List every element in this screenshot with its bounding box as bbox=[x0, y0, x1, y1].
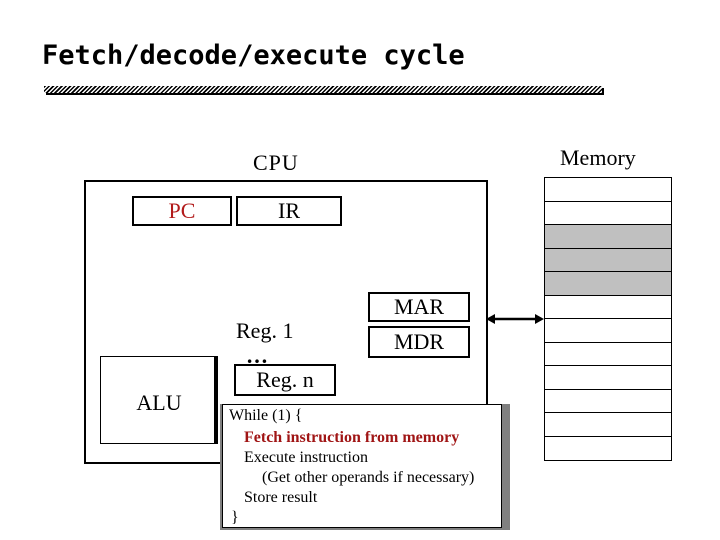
code-line-store: Store result bbox=[244, 489, 318, 506]
memory-cell bbox=[545, 272, 671, 296]
mar-register: MAR bbox=[368, 292, 470, 322]
memory-cell bbox=[545, 389, 671, 413]
register-ellipsis: … bbox=[246, 343, 268, 368]
regn-register: Reg. n bbox=[234, 364, 336, 396]
mdr-register: MDR bbox=[368, 326, 470, 358]
code-line-close: } bbox=[231, 509, 239, 526]
code-line-fetch: Fetch instruction from memory bbox=[244, 429, 460, 446]
cpu-label: CPU bbox=[253, 150, 299, 175]
alu-box bbox=[100, 356, 218, 444]
code-line-execute: Execute instruction bbox=[244, 449, 368, 466]
memory-bus-arrow bbox=[486, 314, 544, 324]
memory-cell bbox=[545, 436, 671, 460]
code-line-while: While (1) { bbox=[229, 407, 303, 424]
memory-cell bbox=[545, 342, 671, 366]
pc-register: PC bbox=[132, 196, 232, 226]
memory-cell bbox=[545, 413, 671, 437]
memory-cell bbox=[545, 248, 671, 272]
memory-cell bbox=[545, 295, 671, 319]
memory-cell bbox=[545, 201, 671, 225]
title-underline bbox=[44, 86, 602, 93]
code-panel: While (1) { Fetch instruction from memor… bbox=[222, 404, 502, 528]
slide-title: Fetch/decode/execute cycle bbox=[42, 40, 465, 71]
memory-cell bbox=[545, 319, 671, 343]
memory-label: Memory bbox=[560, 145, 636, 170]
memory-cell bbox=[545, 178, 671, 202]
ir-register: IR bbox=[236, 196, 342, 226]
code-line-operands: (Get other operands if necessary) bbox=[262, 469, 475, 486]
memory-cell bbox=[545, 366, 671, 390]
memory-column bbox=[544, 177, 672, 461]
alu-label: ALU bbox=[136, 390, 182, 415]
memory-cell bbox=[545, 225, 671, 249]
reg1-label: Reg. 1 bbox=[236, 318, 294, 343]
